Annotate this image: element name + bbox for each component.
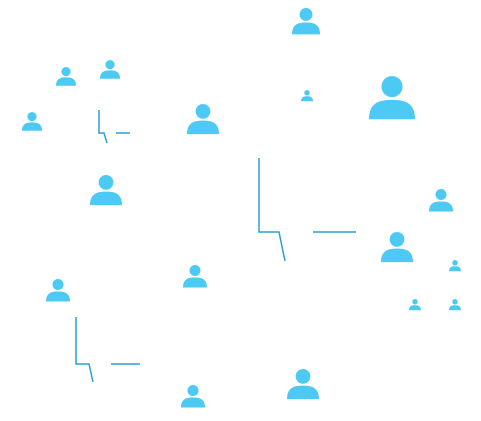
person-body [292, 22, 320, 35]
person-icon [183, 265, 207, 288]
person-head [389, 232, 405, 247]
person-head [452, 299, 458, 305]
person-body [449, 305, 461, 311]
person-head [61, 67, 71, 77]
person-body [100, 70, 120, 79]
person-icon [56, 67, 76, 86]
person-body [409, 305, 421, 311]
person-head [295, 369, 311, 384]
connector-elbow [98, 110, 108, 144]
person-head [381, 76, 403, 98]
person-icon [429, 189, 453, 212]
person-head [304, 90, 310, 96]
person-head [412, 299, 418, 305]
person-body [301, 96, 313, 102]
person-icon [22, 112, 42, 131]
person-body [90, 191, 122, 206]
connector-line [98, 110, 130, 144]
person-body [287, 385, 319, 400]
person-head [105, 60, 115, 70]
person-icon [301, 90, 313, 102]
person-icon [449, 260, 461, 272]
person-body [187, 120, 219, 135]
person-body [22, 122, 42, 131]
person-body [183, 277, 207, 288]
person-body [56, 77, 76, 86]
person-icon [381, 232, 413, 263]
person-icon [292, 7, 320, 35]
connector-elbow [75, 317, 94, 383]
person-head [52, 279, 64, 291]
person-icon [90, 175, 122, 206]
person-icon [287, 369, 319, 400]
person-head [435, 189, 447, 201]
person-body [449, 266, 461, 272]
person-icon [181, 385, 205, 408]
person-body [429, 201, 453, 212]
person-icon [369, 76, 415, 120]
person-head [452, 260, 458, 266]
person-body [181, 397, 205, 408]
person-head [98, 175, 114, 190]
person-icon [100, 60, 120, 79]
person-head [189, 265, 201, 277]
person-body [369, 99, 415, 120]
person-icon [46, 279, 70, 302]
person-body [381, 248, 413, 263]
connector-elbow [258, 158, 286, 262]
person-head [187, 385, 199, 397]
connector-line [258, 158, 356, 262]
person-head [299, 7, 313, 21]
person-body [46, 291, 70, 302]
person-head [27, 112, 37, 122]
person-icon [187, 104, 219, 135]
person-icon [409, 299, 421, 311]
connectors-group [75, 110, 356, 383]
connector-line [75, 317, 140, 383]
person-head [195, 104, 211, 119]
person-icon [449, 299, 461, 311]
people-group [22, 7, 461, 408]
